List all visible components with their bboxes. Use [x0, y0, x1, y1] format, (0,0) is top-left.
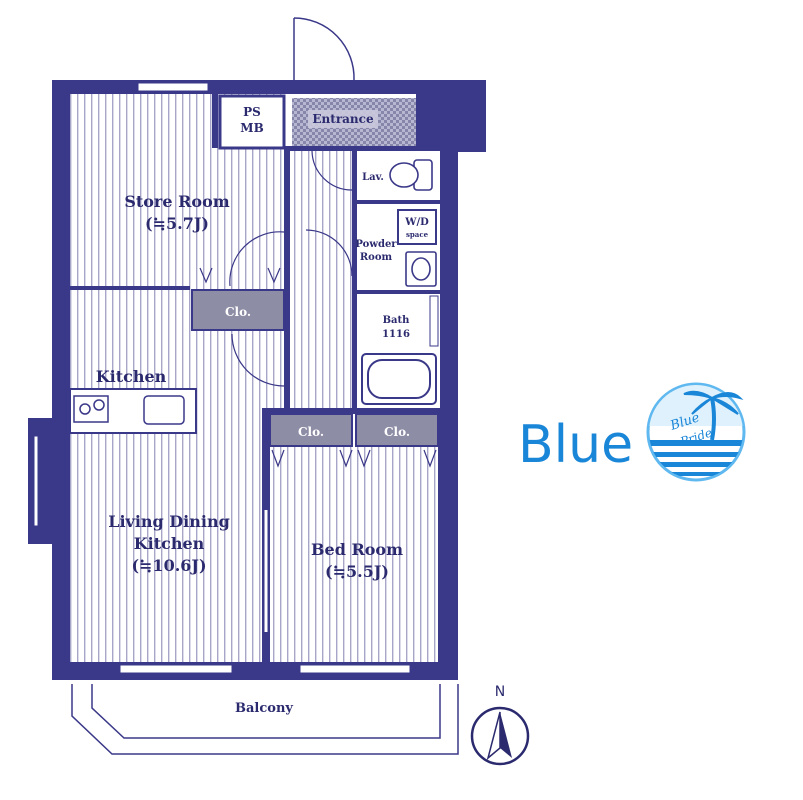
closet-left: [269, 413, 353, 447]
closet-right: [355, 413, 439, 447]
wd-space-label: space: [406, 230, 429, 239]
bedroom-label: Bed Room: [311, 540, 403, 559]
closet-right-label: Clo.: [384, 425, 410, 439]
store-room-size: (≒5.7J): [145, 214, 209, 233]
bath-window: [429, 295, 439, 347]
entrance-label: Entrance: [312, 112, 374, 126]
store-room-label: Store Room: [124, 192, 229, 211]
powder-door-swing: [305, 229, 353, 277]
brand-wordmark: Blue: [518, 415, 633, 475]
ldk-size: (≒10.6J): [131, 556, 206, 575]
lav-door-swing: [311, 150, 353, 191]
hallway-floor: [288, 150, 354, 410]
powder-label-2: Room: [360, 252, 393, 263]
bath-label: Bath: [383, 315, 411, 326]
bedroom-closet-hinges: [271, 449, 437, 468]
kitchen-label: Kitchen: [96, 367, 167, 386]
wd-label: W/D: [404, 217, 429, 228]
closet-left-label: Clo.: [298, 425, 324, 439]
powder-label-1: Powder: [355, 239, 397, 250]
compass-north-label: N: [495, 684, 505, 700]
ldk-label-1: Living Dining: [108, 512, 230, 531]
entrance-door: [293, 17, 355, 81]
washbasin-icon: [405, 251, 437, 287]
windows: [33, 82, 411, 674]
closet-main: [191, 289, 285, 331]
bedroom-floor: [270, 446, 438, 662]
closet-main-label: Clo.: [225, 305, 251, 319]
bath-number-label: 1116: [382, 329, 410, 340]
lav-label: Lav.: [362, 172, 384, 183]
kitchen-counter: [69, 388, 197, 434]
balcony: [71, 684, 459, 755]
mb-label: MB: [240, 121, 263, 135]
ldk-floor: [70, 290, 284, 662]
compass-north-arrow-icon: [470, 706, 530, 766]
wd-space-box: [397, 209, 437, 245]
bedroom-size: (≒5.5J): [325, 562, 389, 581]
store-room-door-swing: [229, 231, 285, 287]
ps-mb-shaft: [218, 94, 286, 150]
balcony-label: Balcony: [235, 701, 293, 716]
ps-label: PS: [243, 105, 261, 119]
store-room-closet-hinge: [199, 267, 213, 284]
entrance-label-bg: [308, 110, 378, 128]
store-room-closet-hinge-2: [267, 267, 281, 284]
ldk-door-swing: [231, 333, 285, 387]
ldk-label-2: Kitchen: [134, 534, 205, 553]
toilet-icon: [389, 159, 433, 191]
sink-icon: [143, 395, 185, 425]
floor-areas: [70, 94, 438, 662]
bathtub-icon: [361, 353, 437, 405]
